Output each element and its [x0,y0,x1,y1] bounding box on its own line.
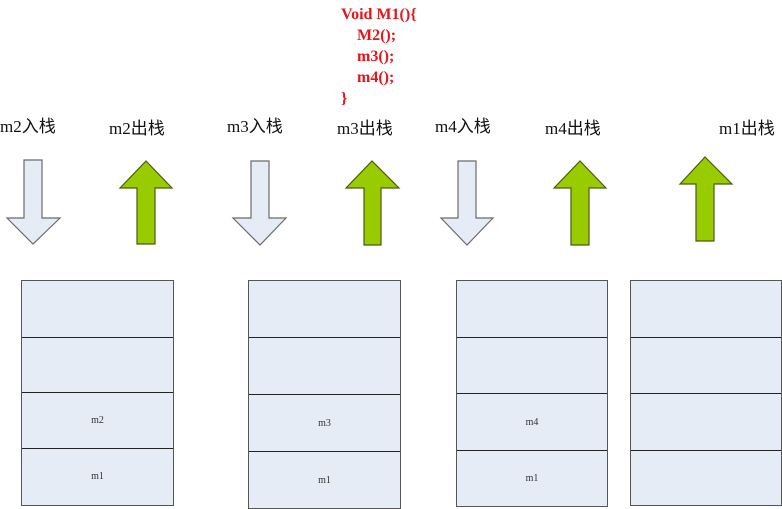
stack-divider [249,451,400,452]
stack-1: m2 m1 [21,280,174,506]
stack-4 [630,280,782,506]
down-arrow-icon [5,159,62,245]
stack-cell: m1 [318,474,331,486]
up-arrow-icon [552,160,608,246]
stack-cell: m2 [91,415,104,426]
stack-cell [249,281,400,337]
stack-divider [22,337,173,338]
stack-divider [631,337,781,338]
step-label-m1-pop: m1出栈 [719,119,775,138]
stack-3: m4 m1 [456,280,608,507]
stack-divider [631,393,781,394]
step-label-m3-push: m3入栈 [227,117,283,136]
stack-cell: m3 [318,417,331,429]
stack-divider [22,448,173,449]
stack-divider [457,393,607,394]
stack-divider [249,394,400,395]
step-label-m4-pop: m4出栈 [545,119,601,138]
stack-divider [22,392,173,393]
up-arrow-icon [118,160,174,245]
code-line: m3(); [341,48,395,65]
stack-cell [631,394,781,450]
stack-cell [457,338,607,393]
stack-cell [631,451,781,506]
stack-divider [249,337,400,338]
up-arrow-icon [678,156,734,242]
stack-2: m3 m1 [248,280,401,509]
stack-cell [22,338,173,392]
code-line: } [341,90,348,107]
stack-cell: m1 [525,473,539,484]
stack-cell [22,281,173,337]
step-label-m2-push: m2入栈 [0,117,56,136]
stack-cell [249,338,400,394]
stack-cell [457,281,607,337]
stack-divider [457,450,607,451]
stack-cell: m1 [91,471,104,482]
stack-cell [631,281,781,337]
down-arrow-icon [231,160,288,246]
arrows-layer [5,156,734,246]
code-snippet: Void M1(){ M2(); m3(); m4(); } [341,4,417,109]
stack-cell: m4 [525,416,539,428]
stack-divider [457,337,607,338]
step-label-m3-pop: m3出栈 [337,119,393,138]
code-line: M2(); [341,27,397,44]
stack-cell [631,338,781,393]
step-label-m4-push: m4入栈 [435,117,491,136]
step-label-m2-pop: m2出栈 [109,119,165,138]
down-arrow-icon [439,160,495,246]
code-line: Void M1(){ [341,6,417,23]
up-arrow-icon [344,160,401,246]
code-line: m4(); [341,69,395,86]
stack-divider [631,450,781,451]
